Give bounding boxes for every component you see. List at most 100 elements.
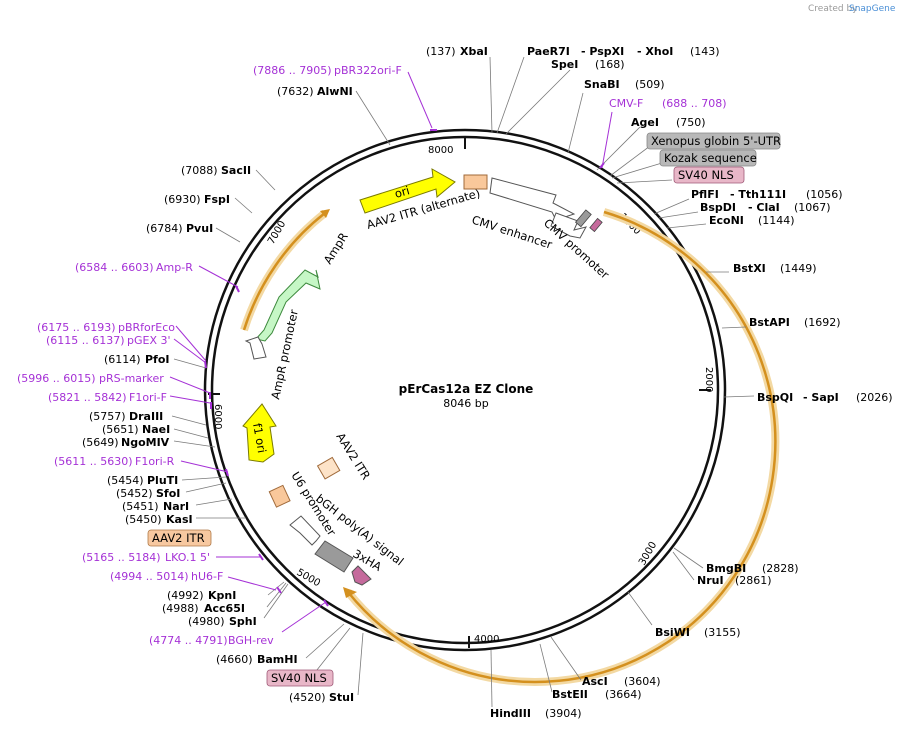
site-pvui[interactable]: PvuI	[186, 222, 213, 235]
xenopus-utr-feature[interactable]	[574, 209, 592, 228]
credit-prefix: Created by	[808, 4, 858, 14]
primer-range-amp-r: (6584 .. 6603)	[75, 261, 154, 274]
primer-pbrforeco[interactable]: pBRforEco	[118, 321, 175, 334]
site-pos-hindiii: (3904)	[545, 707, 582, 720]
ampr-orf-arrowhead	[320, 209, 330, 218]
site-nrui[interactable]: NruI	[697, 574, 724, 587]
box-xenopus-utr[interactable]	[646, 132, 781, 150]
site-sapi[interactable]: - SapI	[803, 391, 839, 404]
site-pos-kpni: (4992)	[167, 589, 204, 602]
box-kozak[interactable]	[659, 149, 757, 167]
primer-hu6-f[interactable]: hU6-F	[191, 570, 223, 583]
site-pos-kasi: (5450)	[125, 513, 162, 526]
site-pos-agei: (750)	[676, 116, 706, 129]
primer-lko1[interactable]: LKO.1 5'	[165, 551, 210, 564]
box-sv40-nls-bottom[interactable]	[266, 669, 334, 687]
aav2-itr-label: AAV2 ITR	[333, 430, 373, 482]
ampr-feature[interactable]	[255, 269, 321, 342]
site-xbai[interactable]: XbaI	[460, 45, 488, 58]
site-pos-bsiwi: (3155)	[704, 626, 741, 639]
site-pos-pluti: (5454)	[107, 474, 144, 487]
site-agei[interactable]: AgeI	[631, 116, 659, 129]
site-sacii[interactable]: SacII	[221, 164, 251, 177]
box-sv40-nls-bottom-label: SV40 NLS	[271, 671, 327, 685]
site-pos-asci: (3604)	[624, 675, 661, 688]
box-xenopus-utr-label: Xenopus globin 5'-UTR	[651, 134, 781, 148]
site-tth111i[interactable]: - Tth111I	[730, 188, 786, 201]
aav2-itr-bottom-feature[interactable]	[268, 484, 291, 508]
site-pos-naei: (5651)	[102, 423, 139, 436]
site-paer7i[interactable]: PaeR7I	[527, 45, 570, 58]
site-asci[interactable]: AscI	[582, 675, 608, 688]
site-pos-stui: (4520)	[289, 691, 326, 704]
site-bspqi[interactable]: BspQI	[757, 391, 793, 404]
site-bsiwi[interactable]: BsiWI	[655, 626, 690, 639]
primer-amp-r[interactable]: Amp-R	[156, 261, 193, 274]
site-pflfi[interactable]: PflFI	[691, 188, 719, 201]
f1-ori-feature[interactable]	[242, 403, 277, 463]
site-alwni[interactable]: AlwNI	[317, 85, 353, 98]
site-pos-xhoi: (143)	[690, 45, 720, 58]
site-econi[interactable]: EcoNI	[709, 214, 744, 227]
site-bsteii[interactable]: BstEII	[552, 688, 588, 701]
site-bamhi[interactable]: BamHI	[257, 653, 298, 666]
site-pluti[interactable]: PluTI	[147, 474, 178, 487]
bgh-polya-feature[interactable]	[314, 540, 354, 573]
ori-label: ori	[393, 183, 411, 201]
primer-f1ori-f[interactable]: F1ori-F	[129, 391, 167, 404]
primer-f1ori-r[interactable]: F1ori-R	[135, 455, 175, 468]
tick-label-5000: 5000	[295, 567, 323, 589]
snapgene-logo: SnapGene	[849, 4, 896, 14]
site-kpni[interactable]: KpnI	[208, 589, 236, 602]
primer-prs-marker[interactable]: pRS-marker	[99, 372, 164, 385]
site-stui[interactable]: StuI	[329, 691, 354, 704]
site-pfoi[interactable]: PfoI	[145, 353, 170, 366]
box-aav2-itr[interactable]	[147, 529, 212, 547]
primer-leaders	[169, 71, 613, 633]
tick-label-6000: 6000	[212, 404, 223, 429]
u6-promoter-feature[interactable]	[289, 515, 321, 546]
site-bspdi[interactable]: BspDI	[700, 201, 736, 214]
primer-pbr322ori-f[interactable]: pBR322ori-F	[334, 64, 402, 77]
primer-pgex3[interactable]: pGEX 3'	[127, 334, 171, 347]
site-pspxi[interactable]: - PspXI	[581, 45, 624, 58]
site-pos-xbai: (137)	[426, 45, 456, 58]
plasmid-size: 8046 bp	[443, 397, 488, 410]
site-nari[interactable]: NarI	[163, 500, 189, 513]
site-bstapi[interactable]: BstAPI	[749, 316, 790, 329]
site-sfoi[interactable]: SfoI	[156, 487, 180, 500]
site-kasi[interactable]: KasI	[166, 513, 193, 526]
site-naei[interactable]: NaeI	[142, 423, 170, 436]
site-draiii[interactable]: DraIII	[129, 410, 163, 423]
ampr-promoter-feature[interactable]	[244, 336, 267, 360]
box-sv40-nls-top[interactable]	[673, 166, 745, 184]
cmv-enhancer-label: CMV enhancer	[470, 213, 554, 252]
primer-bgh-rev[interactable]: BGH-rev	[228, 634, 274, 647]
box-aav2-itr-label: AAV2 ITR	[152, 531, 205, 545]
site-acc65i[interactable]: Acc65I	[204, 602, 245, 615]
primer-range-prs-marker: (5996 .. 6015)	[17, 372, 96, 385]
cmv-enhancer-feature[interactable]	[489, 177, 576, 221]
sv40-nls-top-feature[interactable]	[589, 217, 603, 233]
site-pos-nrui: (2861)	[735, 574, 772, 587]
site-fspi[interactable]: FspI	[204, 193, 230, 206]
ampr-orf-arc[interactable]	[242, 212, 326, 331]
aav2-itr-alt-feature[interactable]	[463, 174, 488, 190]
site-bstxi[interactable]: BstXI	[733, 262, 766, 275]
site-pos-sfoi: (5452)	[116, 487, 153, 500]
aav2-itr-feature[interactable]	[316, 456, 341, 480]
site-snabi[interactable]: SnaBI	[584, 78, 620, 91]
ori-feature[interactable]	[359, 168, 456, 214]
site-sphi[interactable]: SphI	[229, 615, 257, 628]
site-ngomiv[interactable]: NgoMIV	[121, 436, 170, 449]
three-xha-feature[interactable]	[351, 565, 372, 586]
site-hindiii[interactable]: HindIII	[490, 707, 531, 720]
site-bmgbi[interactable]: BmgBI	[706, 562, 746, 575]
site-pos-bamhi: (4660)	[216, 653, 253, 666]
site-xhoi[interactable]: - XhoI	[637, 45, 673, 58]
site-spei[interactable]: SpeI	[551, 58, 578, 71]
primer-cmv-f[interactable]: CMV-F	[609, 97, 643, 110]
site-clai[interactable]: - ClaI	[748, 201, 780, 214]
cas12a-orf-arc[interactable]	[347, 210, 777, 684]
